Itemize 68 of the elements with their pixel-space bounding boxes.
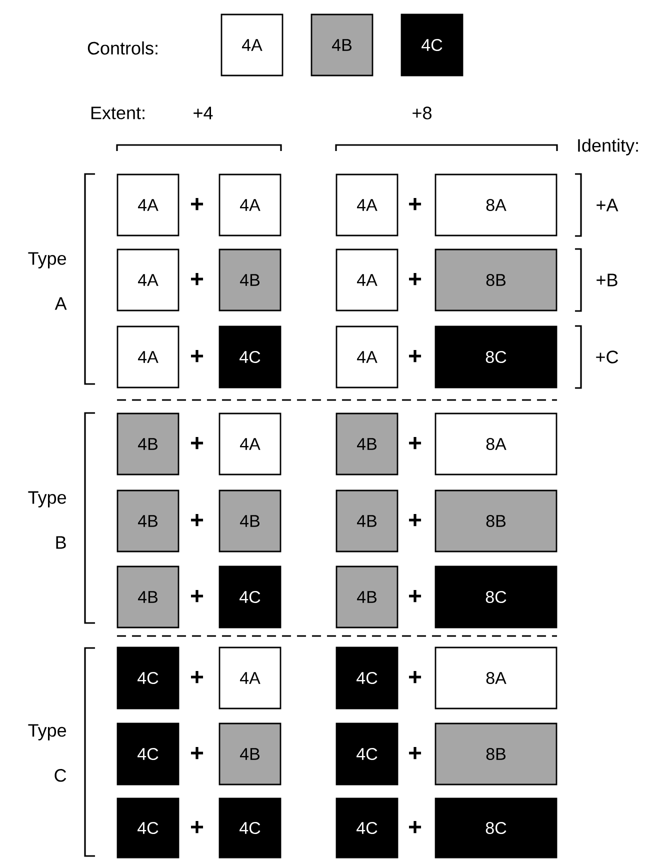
axis-label: +C [596, 350, 618, 364]
sample-box: 4A [336, 174, 398, 236]
sample-box: 4B [336, 412, 398, 476]
sample-box: 4A [336, 248, 398, 312]
plus-sign: + [409, 820, 422, 834]
sample-box: 4A [218, 646, 282, 710]
plus-sign: + [409, 746, 422, 760]
sample-box: 8A [434, 646, 558, 710]
axis-label: Controls: [88, 41, 158, 55]
plus-sign: + [191, 514, 204, 526]
plus-sign: + [191, 670, 204, 684]
axis-label: Identity: [578, 138, 638, 156]
sample-box: 4A [116, 174, 180, 236]
sample-box: 4A [336, 326, 398, 388]
plus-sign: + [191, 590, 204, 602]
axis-label: +A [596, 198, 618, 212]
sample-box: 4C [116, 646, 180, 710]
sample-box: 4B [116, 490, 180, 552]
group-label: Type A [28, 252, 67, 310]
sample-box: 4A [116, 248, 180, 312]
sample-box: 4C [336, 646, 398, 710]
sample-box: 8C [434, 326, 558, 388]
plus-sign: + [409, 514, 422, 526]
axis-label: Extent: [91, 106, 144, 120]
sample-box: 4C [336, 798, 398, 858]
sample-box: 8B [434, 490, 558, 552]
sample-box: 4B [116, 412, 180, 476]
sample-box: 4B [310, 14, 374, 76]
group-label: Type B [28, 491, 66, 549]
sample-box: 4B [336, 490, 398, 552]
sample-box: 4B [218, 248, 282, 312]
sample-box: 8A [434, 412, 558, 476]
plus-sign: + [409, 198, 422, 210]
plus-sign: + [191, 350, 204, 362]
sample-box: 8C [434, 798, 558, 858]
sample-box: 4C [400, 14, 464, 76]
sample-box: 4C [116, 722, 180, 786]
plus-sign: + [191, 436, 204, 450]
sample-box: 8C [434, 566, 558, 628]
sample-box: 4B [218, 490, 282, 552]
plus-sign: + [409, 436, 422, 450]
sample-box: 4C [336, 722, 398, 786]
sample-box: 8B [434, 248, 558, 312]
sample-box: 4A [116, 326, 180, 388]
axis-label: +4 [194, 106, 213, 120]
plus-sign: + [191, 272, 204, 286]
plus-sign: + [191, 198, 204, 210]
plus-sign: + [409, 350, 422, 362]
sample-box: 4C [218, 566, 282, 628]
sample-box: 4B [336, 566, 398, 628]
sample-box: 4C [218, 326, 282, 388]
axis-label: +B [596, 274, 618, 286]
group-label: Type C [28, 724, 66, 782]
axis-label: +8 [412, 106, 432, 120]
plus-sign: + [409, 272, 422, 286]
sample-box: 4A [220, 14, 284, 76]
plus-sign: + [409, 670, 422, 684]
sample-box: 4C [218, 798, 282, 858]
plus-sign: + [191, 746, 204, 760]
plus-sign: + [191, 820, 204, 834]
sample-box: 4A [218, 412, 282, 476]
sample-box: 4A [218, 174, 282, 236]
sample-box: 8B [434, 722, 558, 786]
sample-box: 4C [116, 798, 180, 858]
sample-box: 8A [434, 174, 558, 236]
sample-box: 4B [218, 722, 282, 786]
sample-box: 4B [116, 566, 180, 628]
plus-sign: + [409, 590, 422, 602]
